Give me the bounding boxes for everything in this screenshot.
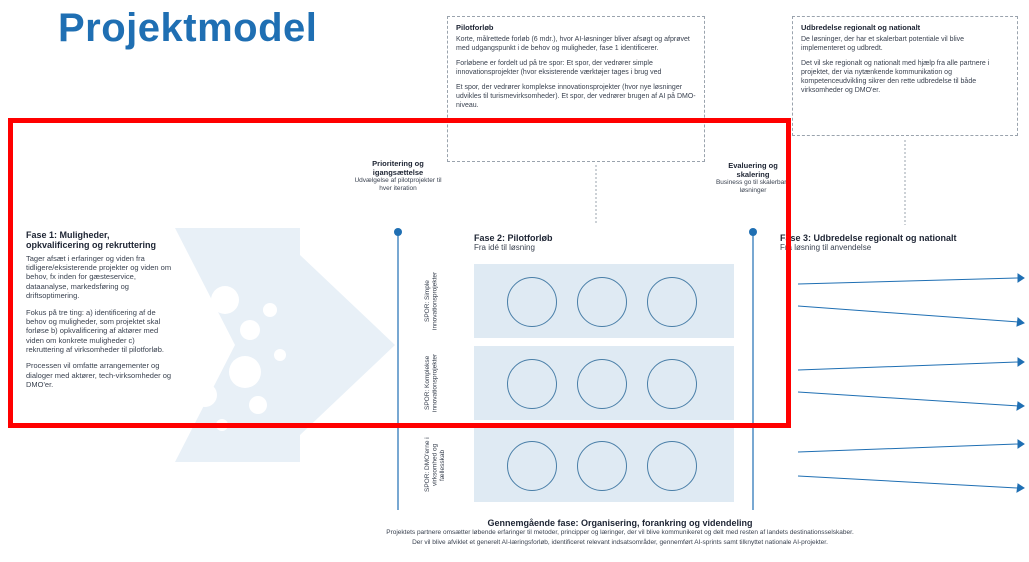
cycle-icon bbox=[577, 277, 627, 327]
pilot-note-heading: Pilotforløb bbox=[456, 23, 494, 32]
pilot-note: Pilotforløb Korte, målrettede forløb (6 … bbox=[447, 16, 705, 162]
phase1-block: Fase 1: Muligheder, opkvalificering og r… bbox=[26, 230, 174, 390]
footer-line-2: Der vil blive afviklet et generelt AI-læ… bbox=[412, 539, 828, 547]
cycle-icon bbox=[647, 441, 697, 491]
cycle-icon bbox=[647, 359, 697, 409]
spread-note-heading: Udbredelse regionalt og nationalt bbox=[801, 23, 921, 32]
cycle-icon bbox=[647, 277, 697, 327]
spread-note: Udbredelse regionalt og nationalt De løs… bbox=[792, 16, 1018, 136]
phase1-text-2: Fokus på tre ting: a) identificering af … bbox=[26, 307, 164, 355]
cycle-icon bbox=[507, 359, 557, 409]
phase1-text-3: Processen vil omfatte arrangementer og d… bbox=[26, 361, 172, 390]
gate-prioritering: Prioritering og igangsættelse Udvælgelse… bbox=[352, 159, 444, 194]
lane-simple: SPOR: Simple innovationsprojekter bbox=[424, 264, 734, 338]
pilot-note-text-1: Korte, målrettede forløb (6 mdr.), hvor … bbox=[456, 35, 690, 52]
footer-line-1: Projektets partnere omsætter løbende erf… bbox=[386, 529, 854, 536]
gate-evaluering-text: Business go til skalerbare løsninger bbox=[715, 179, 791, 195]
spread-note-text-1: De løsninger, der har et skalerbart pote… bbox=[801, 35, 965, 52]
lane-dmo-label: SPOR: DMO'erne i virksomhed og fællesska… bbox=[424, 437, 446, 493]
highlight-box bbox=[8, 118, 791, 428]
phase1-text-1: Tager afsæt i erfaringer og viden fra ti… bbox=[26, 253, 172, 301]
pilot-note-text-2: Forløbene er fordelt ud på tre spor: Et … bbox=[456, 59, 662, 77]
phase2-subheading: Fra idé til løsning bbox=[474, 243, 535, 253]
lane-complex: SPOR: Komplekse innovationsprojekter bbox=[424, 346, 734, 420]
phase3-header: Fase 3: Udbredelse regionalt og national… bbox=[780, 233, 1025, 252]
phase1-heading: Fase 1: Muligheder, opkvalificering og r… bbox=[26, 230, 157, 251]
cross-phase-footer: Gennemgående fase: Organisering, forankr… bbox=[240, 518, 1000, 549]
footer-heading: Gennemgående fase: Organisering, forankr… bbox=[487, 518, 753, 528]
gate-evaluering-heading: Evaluering og skalering bbox=[728, 161, 778, 179]
gate-prioritering-heading: Prioritering og igangsættelse bbox=[372, 159, 424, 177]
gate-evaluering: Evaluering og skalering Business go til … bbox=[714, 161, 792, 196]
page-title: Projektmodel bbox=[58, 6, 318, 50]
phase2-heading: Fase 2: Pilotforløb bbox=[474, 233, 553, 243]
spread-note-text-2: Det vil ske regionalt og nationalt med h… bbox=[801, 59, 990, 95]
cycle-icon bbox=[507, 277, 557, 327]
pilot-note-text-3: Et spor, der vedrører komplekse innovati… bbox=[456, 84, 696, 110]
cycle-icon bbox=[577, 359, 627, 409]
cycle-icon bbox=[577, 441, 627, 491]
lane-dmo: SPOR: DMO'erne i virksomhed og fællesska… bbox=[424, 428, 734, 502]
cycle-icon bbox=[507, 441, 557, 491]
phase2-header: Fase 2: Pilotforløb Fra idé til løsning bbox=[474, 233, 724, 252]
phase3-subheading: Fra løsning til anvendelse bbox=[780, 243, 872, 253]
phase3-heading: Fase 3: Udbredelse regionalt og national… bbox=[780, 233, 957, 243]
gate-prioritering-text: Udvælgelse af pilotprojekter til hver it… bbox=[354, 177, 442, 193]
